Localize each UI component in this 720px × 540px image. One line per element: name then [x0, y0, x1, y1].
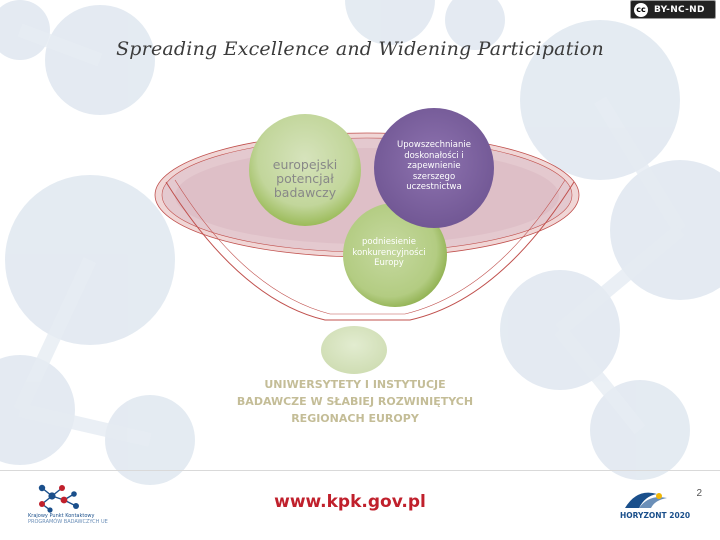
label-upowszechnianie: Upowszechnianie doskonałości i zapewnien…	[397, 140, 471, 192]
footer-url-link[interactable]: www.kpk.gov.pl	[274, 492, 426, 512]
horizon-logo-text: HORYZONT 2020	[620, 511, 691, 520]
funnel-output-text: UNIWERSYTETY I INSTYTUCJE BADAWCZE W SŁA…	[225, 376, 485, 427]
funnel-inner-outline	[174, 179, 566, 315]
funnel-output-drop	[321, 326, 387, 374]
slide-title: Spreading Excellence and Widening Partic…	[116, 38, 604, 60]
circle-europejski	[249, 114, 361, 226]
funnel-output-line-2: BADAWCZE W SŁABIEJ ROZWINIĘTYCH	[236, 395, 474, 408]
page-number: 2	[696, 488, 702, 499]
circle-upowszechnianie	[374, 108, 494, 228]
cc-logo-icon: cc	[634, 2, 648, 17]
funnel-output-line-1: UNIWERSYTETY I INSTYTUCJE	[264, 378, 446, 391]
footer-divider	[0, 470, 720, 471]
funnel-output-line-3: REGIONACH EUROPY	[291, 412, 419, 425]
horizon-globe-icon	[625, 492, 667, 508]
funnel-outline	[165, 181, 575, 321]
circle-podniesienie	[343, 203, 447, 307]
label-europejski-potencjal: europejski potencjał badawczy	[272, 157, 338, 200]
cc-license-label: BY-NC-ND	[654, 4, 705, 15]
cc-license-badge[interactable]: cc BY-NC-ND	[630, 0, 716, 19]
label-podniesienie: podniesienie konkurencyjności Europy	[352, 237, 426, 268]
background-links	[13, 23, 686, 447]
kpk-logo-text: Krajowy Punkt Kontaktowy PROGRAMÓW BADAW…	[28, 513, 128, 525]
kpk-molecule-icon	[38, 484, 79, 513]
kpk-logo-line-2: PROGRAMÓW BADAWCZYCH UE	[28, 519, 108, 525]
kpk-logo-line-1: Krajowy Punkt Kontaktowy	[28, 513, 95, 519]
